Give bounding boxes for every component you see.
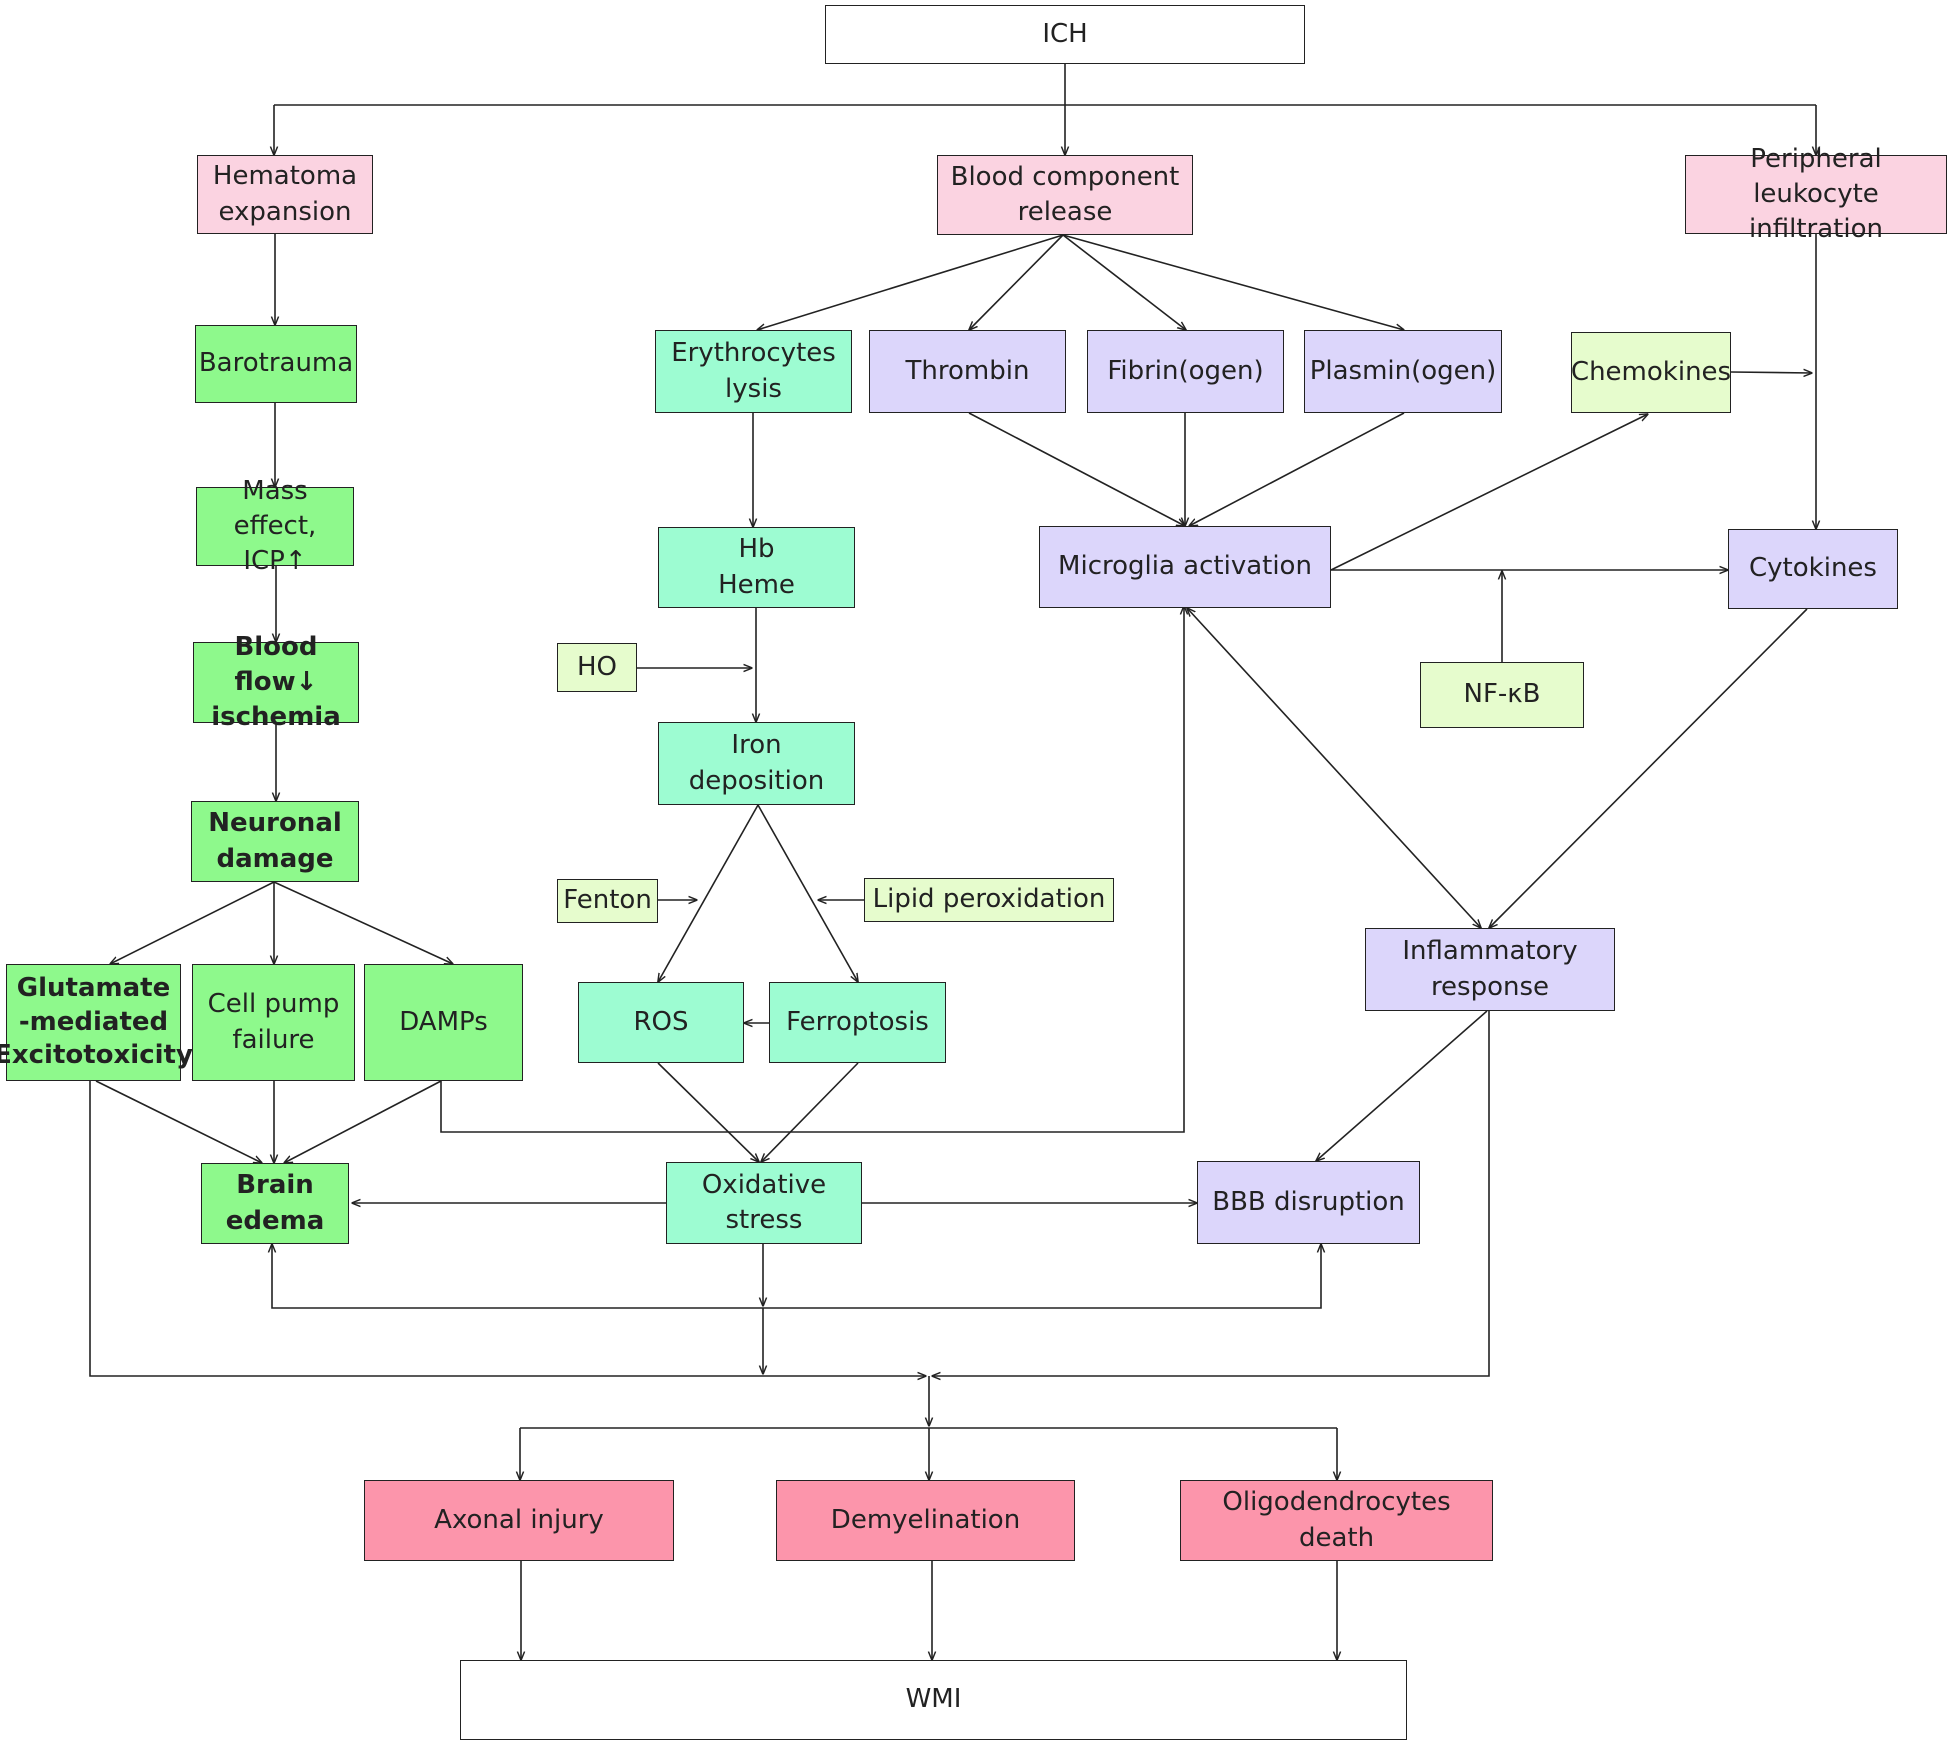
node-wmi: WMI bbox=[460, 1660, 1407, 1740]
edge-damps-edema bbox=[284, 1080, 442, 1163]
edge-glutamate-converge bbox=[89, 1081, 926, 1376]
node-ho: HO bbox=[557, 643, 637, 692]
node-fenton: Fenton bbox=[557, 879, 658, 923]
edge-feedback-edema bbox=[272, 1244, 763, 1309]
node-barotrauma: Barotrauma bbox=[195, 325, 357, 403]
edge-inflammatory-bbb bbox=[1316, 1010, 1488, 1161]
node-brain-edema: Brain edema bbox=[201, 1163, 349, 1244]
node-hb-heme: Hb Heme bbox=[658, 527, 855, 608]
node-glutamate-excitotoxicity: Glutamate -mediated Excitotoxicity bbox=[0, 964, 193, 1081]
edge-blood-plasmin bbox=[1062, 234, 1404, 330]
node-ich: ICH bbox=[825, 5, 1305, 64]
node-damps: DAMPs bbox=[364, 964, 523, 1081]
edge-plasmin-microglia bbox=[1189, 412, 1405, 526]
edge-glutamate-edema bbox=[95, 1080, 262, 1163]
node-fibrinogen: Fibrin(ogen) bbox=[1087, 330, 1284, 413]
edge-iron-ferroptosis bbox=[757, 804, 858, 982]
node-erythrocytes-lysis: Erythrocytes lysis bbox=[655, 330, 852, 413]
edge-neuronal-damps bbox=[273, 881, 453, 964]
node-demyelination: Demyelination bbox=[776, 1480, 1075, 1561]
node-axonal-injury: Axonal injury bbox=[364, 1480, 674, 1561]
node-thrombin: Thrombin bbox=[869, 330, 1066, 413]
node-bbb-disruption: BBB disruption bbox=[1197, 1161, 1420, 1244]
edge-feedback-bbb bbox=[763, 1244, 1321, 1309]
node-nf-kb: NF-κB bbox=[1420, 662, 1584, 728]
node-cell-pump-failure: Cell pump failure bbox=[192, 964, 355, 1081]
edge-neuronal-glutamate bbox=[110, 881, 275, 964]
edge-ferroptosis-oxidative bbox=[761, 1062, 859, 1162]
node-iron-deposition: Iron deposition bbox=[658, 722, 855, 805]
edge-thrombin-microglia bbox=[968, 412, 1185, 526]
edge-damps-microglia bbox=[440, 606, 1184, 1133]
edge-blood-thrombin bbox=[969, 234, 1064, 330]
node-hematoma-expansion: Hematoma expansion bbox=[197, 155, 373, 234]
edge-iron-ros bbox=[658, 804, 759, 982]
edge-blood-erythrocytes bbox=[757, 234, 1064, 330]
edge-inflammatory-converge bbox=[932, 1011, 1490, 1376]
edge-cytokines-inflammatory bbox=[1489, 608, 1808, 928]
edge-blood-fibrin bbox=[1062, 234, 1186, 330]
node-oligodendrocytes-death: Oligodendrocytes death bbox=[1180, 1480, 1493, 1561]
node-inflammatory-response: Inflammatory response bbox=[1365, 928, 1615, 1011]
node-neuronal-damage: Neuronal damage bbox=[191, 801, 359, 882]
edge-ros-oxidative bbox=[657, 1062, 759, 1162]
node-mass-effect: Mass effect, ICP↑ bbox=[196, 476, 354, 576]
node-ferroptosis: Ferroptosis bbox=[769, 982, 946, 1063]
node-blood-flow-ischemia: Blood flow↓ ischemia bbox=[193, 632, 359, 732]
node-microglia-activation: Microglia activation bbox=[1039, 526, 1331, 608]
node-peripheral-leukocyte-infiltration: Peripheral leukocyte infiltration bbox=[1685, 144, 1947, 244]
edge-microglia-inflammatory bbox=[1187, 608, 1481, 928]
node-ros: ROS bbox=[578, 982, 744, 1063]
node-lipid-peroxidation: Lipid peroxidation bbox=[864, 878, 1114, 922]
edge-microglia-chemokines bbox=[1330, 414, 1648, 571]
node-oxidative-stress: Oxidative stress bbox=[666, 1162, 862, 1244]
node-blood-component-release: Blood component release bbox=[937, 155, 1193, 235]
node-chemokines: Chemokines bbox=[1571, 332, 1731, 413]
node-cytokines: Cytokines bbox=[1728, 529, 1898, 609]
edge-chemokines-leukline bbox=[1730, 372, 1812, 373]
node-plasminogen: Plasmin(ogen) bbox=[1304, 330, 1502, 413]
